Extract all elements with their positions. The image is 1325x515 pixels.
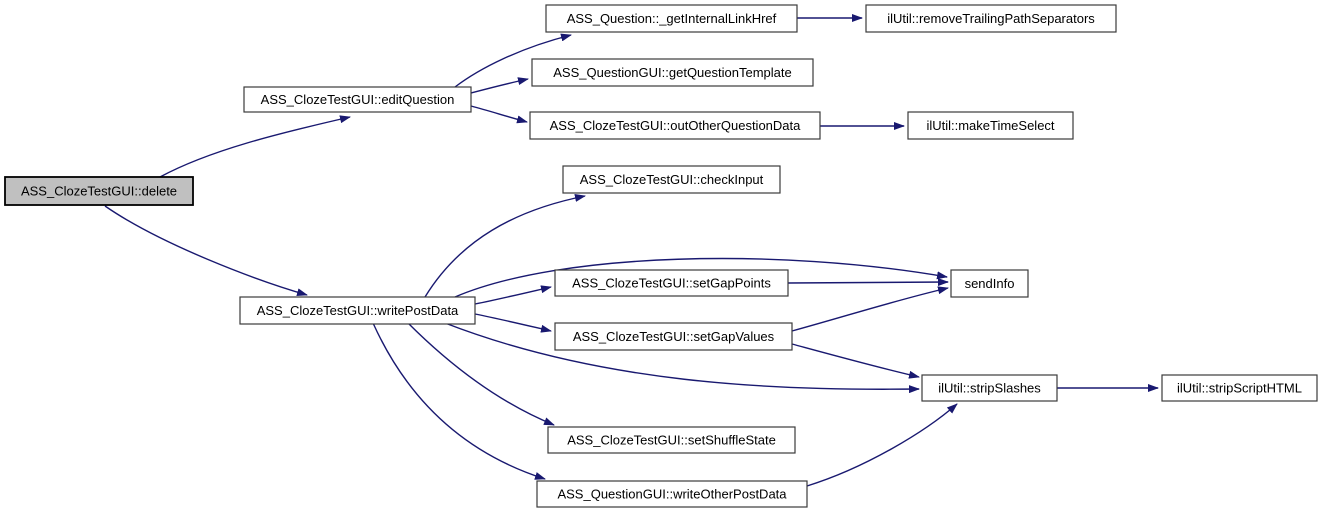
edge-writePostData-setGapPoints <box>474 285 552 305</box>
edge-writeOtherPostData-stripSlashes <box>806 403 958 487</box>
node-editQuestion[interactable]: ASS_ClozeTestGUI::editQuestion <box>243 86 472 113</box>
node-box-checkInput[interactable] <box>562 165 781 194</box>
node-label-stripSlashes: ilUtil::stripSlashes <box>938 381 1041 396</box>
node-label-delete: ASS_ClozeTestGUI::delete <box>21 184 177 199</box>
node-box-getQuestionTemplate[interactable] <box>531 58 814 87</box>
node-label-removeTrailingPathSeparators: ilUtil::removeTrailingPathSeparators <box>887 11 1095 26</box>
edge-editQuestion-getInternalLinkHref <box>454 33 572 88</box>
node-sendInfo[interactable]: sendInfo <box>950 269 1029 298</box>
node-label-getQuestionTemplate: ASS_QuestionGUI::getQuestionTemplate <box>553 65 791 80</box>
node-label-checkInput: ASS_ClozeTestGUI::checkInput <box>580 172 764 187</box>
node-setGapValues[interactable]: ASS_ClozeTestGUI::setGapValues <box>554 322 793 351</box>
node-delete: ASS_ClozeTestGUI::delete <box>4 176 194 206</box>
node-removeTrailingPathSeparators[interactable]: ilUtil::removeTrailingPathSeparators <box>865 4 1117 33</box>
edge-writePostData-writeOtherPostData <box>372 322 546 480</box>
node-stripSlashes[interactable]: ilUtil::stripSlashes <box>921 374 1058 402</box>
node-setShuffleState[interactable]: ASS_ClozeTestGUI::setShuffleState <box>547 426 796 454</box>
node-stripScriptHTML[interactable]: ilUtil::stripScriptHTML <box>1161 374 1318 402</box>
node-label-editQuestion: ASS_ClozeTestGUI::editQuestion <box>261 92 455 107</box>
node-box-stripScriptHTML[interactable] <box>1161 374 1318 402</box>
edge-writePostData-setShuffleState <box>407 322 555 426</box>
edge-writePostData-setGapValues <box>474 313 552 333</box>
node-makeTimeSelect[interactable]: ilUtil::makeTimeSelect <box>907 111 1074 140</box>
edge-setGapValues-stripSlashes <box>791 343 920 379</box>
node-box-outOtherQuestionData[interactable] <box>529 111 821 140</box>
node-label-stripScriptHTML: ilUtil::stripScriptHTML <box>1177 381 1302 396</box>
node-writePostData[interactable]: ASS_ClozeTestGUI::writePostData <box>239 296 476 325</box>
edge-delete-editQuestion <box>159 115 351 178</box>
node-box-editQuestion[interactable] <box>243 86 472 113</box>
edge-editQuestion-outOtherQuestionData <box>470 105 528 124</box>
node-getInternalLinkHref[interactable]: ASS_Question::_getInternalLinkHref <box>545 4 798 33</box>
edge-setGapPoints-sendInfo <box>787 278 949 287</box>
node-writeOtherPostData[interactable]: ASS_QuestionGUI::writeOtherPostData <box>536 480 808 508</box>
node-label-getInternalLinkHref: ASS_Question::_getInternalLinkHref <box>567 11 777 26</box>
node-box-setGapValues[interactable] <box>554 322 793 351</box>
node-setGapPoints[interactable]: ASS_ClozeTestGUI::setGapPoints <box>554 269 789 297</box>
node-box-stripSlashes[interactable] <box>921 374 1058 402</box>
node-box-sendInfo[interactable] <box>950 269 1029 298</box>
edge-writePostData-checkInput <box>424 194 586 298</box>
edge-writePostData-stripSlashes <box>444 322 920 394</box>
node-box-removeTrailingPathSeparators[interactable] <box>865 4 1117 33</box>
node-label-sendInfo: sendInfo <box>965 276 1015 291</box>
node-box-writePostData[interactable] <box>239 296 476 325</box>
node-label-writeOtherPostData: ASS_QuestionGUI::writeOtherPostData <box>557 487 787 502</box>
edge-delete-writePostData <box>104 205 308 297</box>
node-label-setGapValues: ASS_ClozeTestGUI::setGapValues <box>573 329 775 344</box>
node-box-setGapPoints[interactable] <box>554 269 789 297</box>
node-label-outOtherQuestionData: ASS_ClozeTestGUI::outOtherQuestionData <box>550 118 802 133</box>
node-label-makeTimeSelect: ilUtil::makeTimeSelect <box>926 118 1054 133</box>
node-checkInput[interactable]: ASS_ClozeTestGUI::checkInput <box>562 165 781 194</box>
node-getQuestionTemplate[interactable]: ASS_QuestionGUI::getQuestionTemplate <box>531 58 814 87</box>
edge-editQuestion-getQuestionTemplate <box>470 77 529 94</box>
node-box-getInternalLinkHref[interactable] <box>545 4 798 33</box>
node-box-setShuffleState[interactable] <box>547 426 796 454</box>
edge-writePostData-sendInfo <box>454 257 948 298</box>
node-label-setShuffleState: ASS_ClozeTestGUI::setShuffleState <box>567 433 776 448</box>
node-outOtherQuestionData[interactable]: ASS_ClozeTestGUI::outOtherQuestionData <box>529 111 821 140</box>
node-box-delete <box>4 176 194 206</box>
node-label-writePostData: ASS_ClozeTestGUI::writePostData <box>257 303 459 318</box>
node-box-writeOtherPostData[interactable] <box>536 480 808 508</box>
node-box-makeTimeSelect[interactable] <box>907 111 1074 140</box>
edge-setGapValues-sendInfo <box>791 286 949 332</box>
node-label-setGapPoints: ASS_ClozeTestGUI::setGapPoints <box>572 276 771 291</box>
